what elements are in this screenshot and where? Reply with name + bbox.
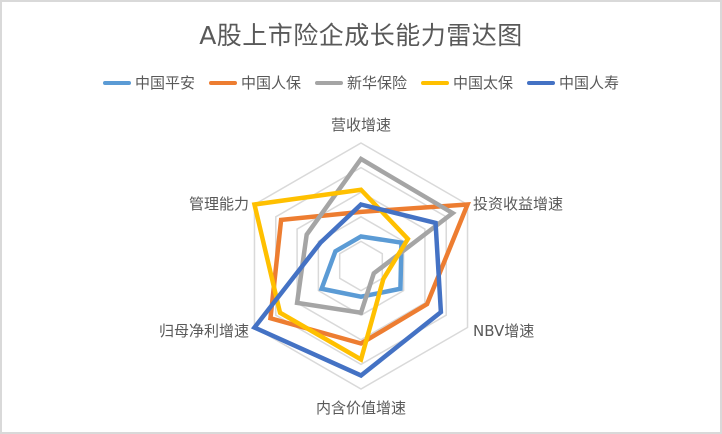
series-line-3[interactable] [251,187,411,363]
axis-label-revenue-growth: 营收增速 [331,116,391,134]
legend-item-series-0[interactable]: 中国平安 [102,72,195,93]
legend-label: 中国人保 [240,74,301,92]
grid-ring [296,191,426,341]
series-line-1[interactable] [268,202,471,346]
axis-label-management-ability: 管理能力 [189,195,249,213]
legend-line-icon [102,80,131,85]
axis-label-nbv-growth: NBV增速 [473,322,534,340]
legend-line-icon [421,80,449,85]
series-line-2[interactable] [294,156,457,316]
axis-label-embedded-value-growth: 内含价值增速 [316,399,406,417]
legend-item-series-1[interactable]: 中国人保 [208,72,301,93]
grid-ring [338,240,384,292]
legend-item-series-4[interactable]: 中国人寿 [527,72,619,93]
legend-label: 中国太保 [453,74,514,92]
axis-label-investment-income-growth: 投资收益增速 [473,195,563,213]
series-line-4[interactable] [250,202,444,379]
legend-label: 中国人寿 [559,74,620,92]
radar-series [250,156,471,379]
legend-item-series-3[interactable]: 中国太保 [421,72,513,93]
legend-label: 中国平安 [134,74,195,92]
chart-title: A股上市险企成长能力雷达图 [199,21,523,50]
legend-line-icon [208,80,237,85]
series-line-0[interactable] [318,234,404,300]
axis-label-net-profit-growth: 归母净利增速 [159,322,249,340]
legend-item-series-2[interactable]: 新华保险 [314,72,407,93]
legend-line-icon [314,80,343,85]
legend-label: 新华保险 [346,74,407,92]
legend: 中国平安 中国人保 新华保险 中国太保 中国人寿 [0,72,722,93]
legend-line-icon [527,80,556,85]
axis-labels: 营收增速 投资收益增速 NBV增速 内含价值增速 归母净利增速 管理能力 [159,116,563,417]
